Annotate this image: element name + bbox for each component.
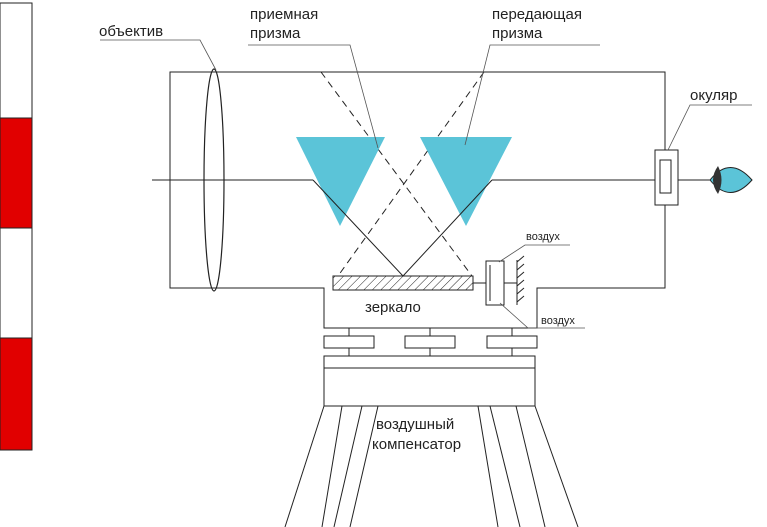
receiving-prism-leader bbox=[248, 44, 379, 149]
air-top-label: воздух bbox=[526, 231, 560, 243]
air-damper bbox=[485, 255, 525, 306]
staff-segment-red-2 bbox=[0, 337, 33, 451]
air-bottom-leader bbox=[499, 302, 585, 329]
leveling-screws bbox=[323, 328, 538, 356]
transmitting-prism-label-line1: передающая bbox=[492, 6, 582, 23]
staff-segment-white-2 bbox=[0, 227, 33, 339]
tripod-head-block bbox=[323, 367, 536, 407]
compensator-label-line1: воздушный bbox=[376, 416, 454, 433]
receiving-prism-label-line2: призма bbox=[250, 25, 301, 42]
eye-icon bbox=[709, 166, 753, 194]
objective-lens bbox=[203, 68, 225, 292]
staff-segment-red-1 bbox=[0, 117, 33, 229]
air-top-leader bbox=[498, 244, 570, 263]
air-bottom-label: воздух bbox=[541, 315, 575, 327]
tripod-head bbox=[323, 355, 536, 407]
transmitting-prism-label-line2: призма bbox=[492, 25, 543, 42]
staff-segment-white-1 bbox=[0, 2, 33, 119]
tripod bbox=[284, 405, 579, 527]
eyepiece bbox=[654, 149, 679, 206]
leader-lines bbox=[100, 39, 752, 329]
leveling-screw-middle bbox=[404, 328, 456, 356]
dashed-beam-paths bbox=[320, 71, 485, 277]
receiving-prism bbox=[296, 137, 385, 226]
transmitting-prism-leader bbox=[464, 44, 600, 146]
transmitting-prism bbox=[420, 137, 512, 226]
eyepiece-leader bbox=[667, 104, 752, 151]
leveling-screw-left bbox=[323, 328, 375, 356]
mirror-label: зеркало bbox=[365, 299, 421, 316]
eyepiece-label: окуляр bbox=[690, 87, 737, 104]
compensator-label-line2: компенсатор bbox=[372, 436, 461, 453]
leveling-screw-right bbox=[486, 328, 538, 356]
receiving-prism-label-line1: приемная bbox=[250, 6, 318, 23]
mirror bbox=[332, 275, 474, 291]
objective-leader bbox=[100, 39, 217, 71]
leveling-staff bbox=[0, 2, 33, 451]
upper-base-plate bbox=[323, 355, 536, 369]
objective-label: объектив bbox=[99, 23, 163, 40]
labels: объектив приемная призма передающая приз… bbox=[99, 6, 737, 453]
